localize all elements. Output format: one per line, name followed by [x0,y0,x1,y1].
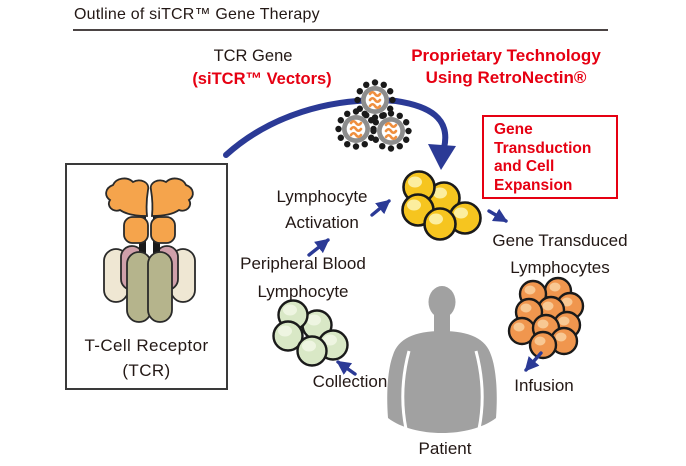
gene-transduced-label: Gene Transduced Lymphocytes [470,227,650,281]
page-title: Outline of siTCR™ Gene Therapy [74,6,320,23]
transduction-curve-arrow [223,97,456,170]
infusion-label: Infusion [514,376,574,395]
transduced-line1: Gene Transduced [492,231,628,250]
callout-line3: and Cell [494,158,555,175]
tcr-box-label: T-Cell Receptor (TCR) [65,333,228,383]
peripheral-blood-label: Peripheral Blood Lymphocyte [218,250,388,306]
title-underline [73,29,608,31]
proprietary-line1: Proprietary Technology [411,46,601,65]
proprietary-line2: Using RetroNectin® [425,68,587,87]
gene-transduced-lymphocytes-icon [507,276,585,360]
lymphocyte-activation-label: Lymphocyte Activation [242,184,402,236]
arrow-cells-to-transduced [487,208,508,223]
callout-line4: Expansion [494,176,573,194]
sitcr-vectors-label: (siTCR™ Vectors) [192,70,332,88]
peripheral-line2: Lymphocyte [257,282,349,301]
peripheral-blood-lymphocytes-icon [272,299,349,367]
arrow-infusion-to-patient [524,351,543,372]
callout-line1: Gene [494,121,533,138]
transduced-line2: Lymphocytes [510,258,610,277]
gene-transduction-callout: Gene Transduction and Cell Expansion [482,115,618,199]
tcr-label-line2: (TCR) [122,361,171,380]
callout-line2: Transduction [494,139,592,157]
activated-lymphocytes-icon [401,170,482,241]
collection-label: Collection [312,372,388,391]
tcr-label-line1: T-Cell Receptor [84,336,209,355]
activation-line2: Activation [285,213,359,232]
patient-label: Patient [418,439,472,458]
tcr-gene-label: TCR Gene [213,47,293,65]
proprietary-technology-label: Proprietary Technology Using RetroNectin… [398,45,614,89]
patient-silhouette-icon [387,286,497,433]
activation-line1: Lymphocyte [276,187,368,206]
peripheral-line1: Peripheral Blood [240,254,366,273]
sitcr-vector-particles-icon [333,78,414,154]
